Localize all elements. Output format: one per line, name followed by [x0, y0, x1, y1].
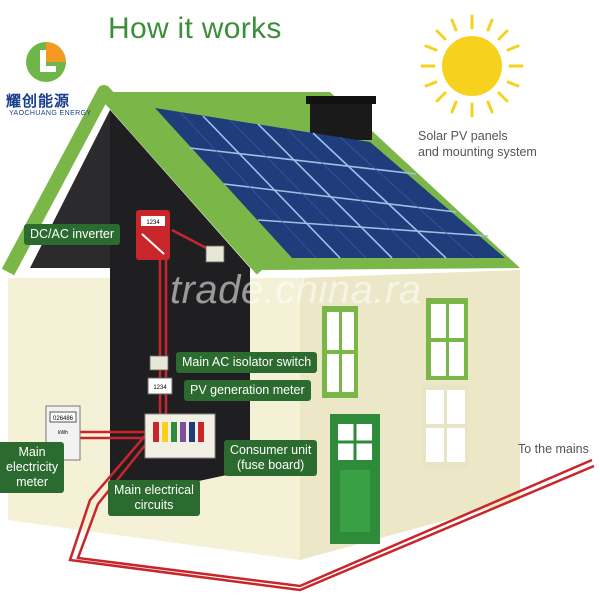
pv-meter-label: PV generation meter — [184, 380, 311, 401]
inverter-label: DC/AC inverter — [24, 224, 121, 245]
consumer-unit-icon — [144, 413, 216, 459]
main-circuits-label: Main electrical circuits — [108, 480, 200, 516]
window-upper-right — [426, 298, 468, 380]
main-meter-label: Main electricity meter — [0, 442, 65, 493]
solar-panels — [155, 108, 505, 259]
solar-panels-label: Solar PV panels and mounting system — [418, 128, 537, 160]
circuits-label-line-2: circuits — [134, 498, 174, 512]
window-upper-left — [322, 306, 358, 398]
to-mains-label: To the mains — [518, 442, 589, 456]
main-meter-label-line-2: electricity — [6, 460, 59, 474]
circuits-label-line-1: Main electrical — [114, 483, 194, 497]
main-meter-label-line-1: Main — [18, 445, 46, 459]
solar-label-line-2: and mounting system — [418, 145, 537, 159]
isolator-label: Main AC isolator switch — [176, 352, 318, 373]
dc-ac-inverter-icon — [136, 210, 170, 260]
isolator-switch-icon — [205, 245, 225, 263]
pv-meter-icon — [147, 377, 173, 395]
main-meter-unit: kWh — [58, 430, 68, 436]
main-meter-label-line-3: meter — [16, 475, 49, 489]
window-lower-right — [422, 384, 468, 468]
brand-name-cn: 耀创能源 — [6, 93, 71, 110]
solar-label-line-1: Solar PV panels — [418, 129, 508, 143]
consumer-unit-label-line-2: (fuse board) — [236, 458, 305, 472]
front-door — [330, 414, 380, 544]
consumer-unit-label: Consumer unit (fuse board) — [224, 440, 318, 476]
page-title: How it works — [108, 12, 282, 45]
consumer-unit-label-line-1: Consumer unit — [230, 443, 312, 457]
inverter-display: 1234 — [146, 220, 160, 226]
watermark: trade.china.ra — [170, 268, 422, 312]
pv-meter-display: 1234 — [153, 385, 167, 391]
sun-icon — [420, 14, 524, 118]
brand-logo-icon — [26, 42, 66, 82]
chimney — [310, 100, 372, 140]
brand-name-en: YAOCHUANG ENERGY — [9, 110, 92, 117]
isolator-switch-lower-icon — [149, 355, 169, 371]
main-meter-display: 026486 — [53, 416, 74, 422]
